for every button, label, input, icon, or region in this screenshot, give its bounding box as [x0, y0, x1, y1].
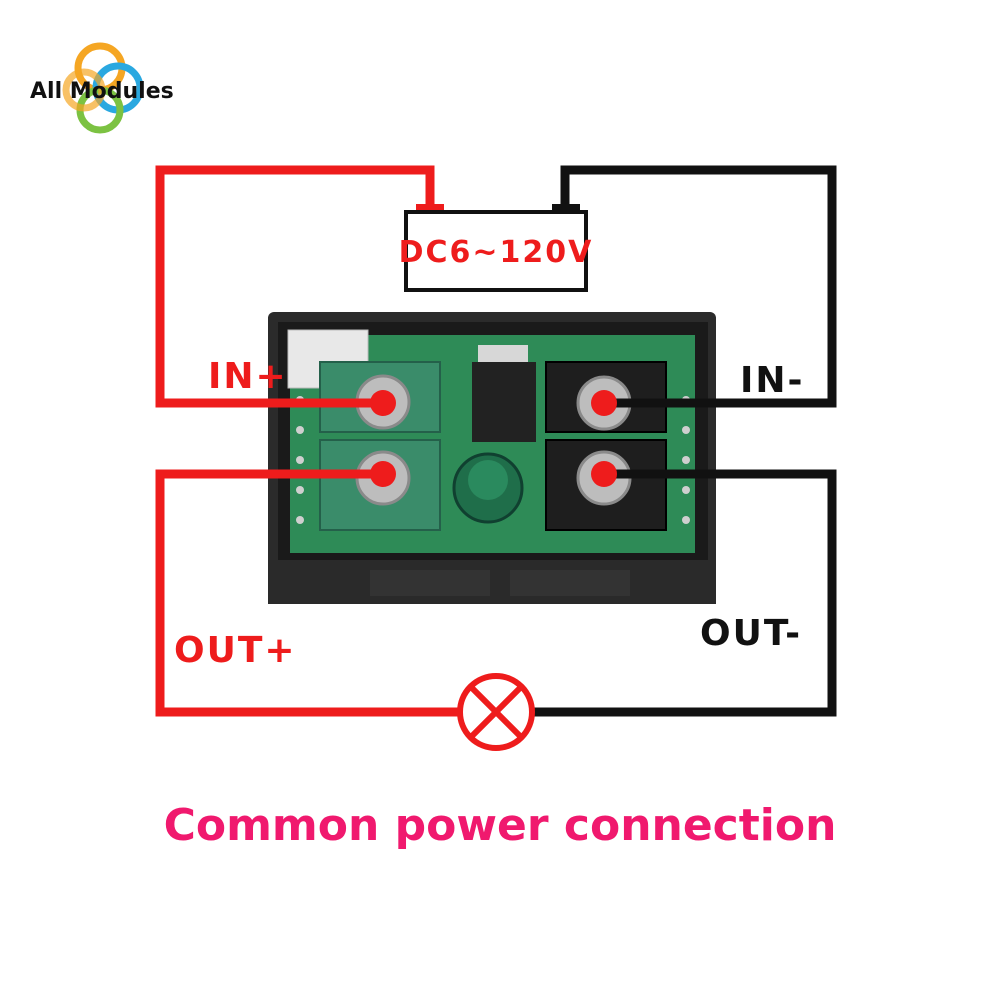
contact-dots — [370, 390, 617, 487]
module-slot-right — [510, 570, 630, 596]
psu-box — [404, 210, 588, 292]
label-out-plus: OUT+ — [174, 630, 297, 671]
caption: Common power connection — [163, 800, 837, 851]
power-supply: DC6~120V — [399, 204, 594, 292]
wire-in-plus — [155, 165, 435, 408]
wire-out-plus — [155, 469, 460, 717]
label-in-minus: IN- — [740, 360, 804, 401]
regulator-tab — [478, 345, 528, 363]
label-in-plus: IN+ — [208, 356, 288, 397]
wire-in-minus — [560, 165, 837, 408]
wire-out-minus — [532, 469, 837, 717]
logo: All Modules — [30, 42, 174, 134]
contact-dot-in-plus — [370, 390, 396, 416]
contact-dot-in-minus — [591, 390, 617, 416]
pin-row-left — [296, 396, 304, 524]
logo-text: All Modules — [30, 79, 174, 104]
negative-wires — [532, 165, 837, 717]
module-lip — [268, 560, 716, 604]
contact-dot-out-plus — [370, 461, 396, 487]
logo-swirl-icon — [62, 42, 144, 134]
psu-label: DC6~120V — [399, 235, 594, 270]
positive-wires — [155, 165, 460, 717]
label-out-minus: OUT- — [700, 613, 802, 654]
lamp-icon — [457, 673, 535, 751]
module-slot-left — [370, 570, 490, 596]
capacitor-top — [468, 460, 508, 500]
contact-dot-out-minus — [591, 461, 617, 487]
regulator-chip — [472, 362, 536, 442]
